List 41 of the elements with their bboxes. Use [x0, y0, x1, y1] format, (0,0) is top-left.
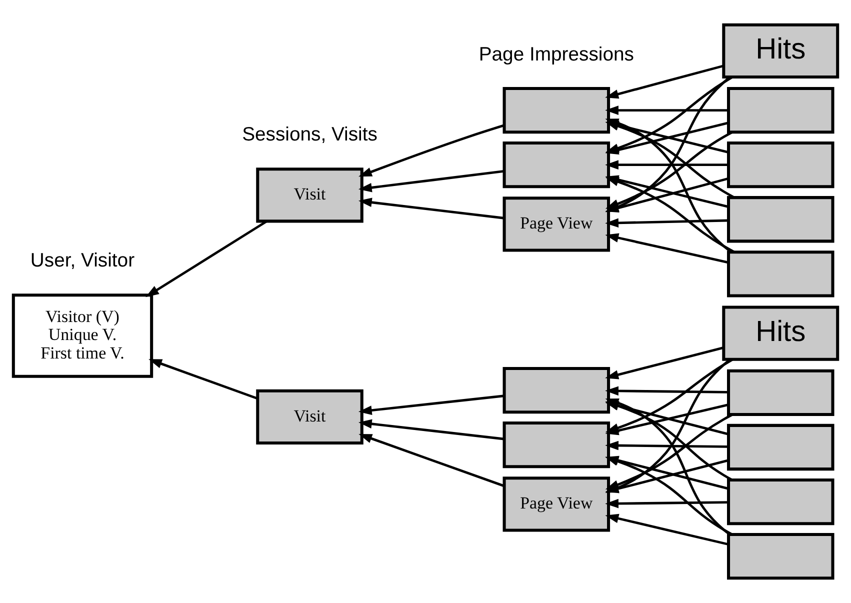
node-box [727, 250, 834, 298]
node-box [727, 424, 834, 471]
node-box [727, 142, 834, 188]
node-box: Visitor (V) Unique V. First time V. [12, 294, 154, 378]
node-box [502, 422, 610, 468]
node-box [727, 196, 834, 243]
arrow [605, 218, 728, 228]
arrow [358, 419, 504, 440]
arrow [605, 440, 728, 450]
node-box [727, 86, 834, 134]
arrow [605, 233, 728, 264]
arrow [358, 124, 505, 177]
arrow [605, 160, 728, 170]
arrow [605, 64, 724, 99]
arrow [146, 220, 268, 298]
node-box: Page View [502, 476, 610, 532]
node-box: Visit [256, 389, 364, 445]
arrow [605, 514, 728, 546]
node-box [502, 86, 610, 134]
node-box: Hits [722, 306, 840, 361]
label: User, Visitor [30, 249, 135, 272]
node-box [727, 533, 834, 580]
arrow [148, 359, 258, 400]
node-box [727, 369, 834, 416]
arrow [358, 434, 504, 488]
node-box [502, 366, 610, 414]
arrow [605, 386, 728, 396]
node-box: Visit [256, 168, 364, 223]
node-box: Page View [502, 196, 610, 252]
node-box [502, 142, 610, 188]
node-box: Hits [722, 23, 840, 78]
label: Sessions, Visits [242, 123, 378, 146]
arrow [358, 198, 504, 220]
node-box [727, 478, 834, 526]
arrow [605, 358, 734, 432]
arrow [358, 394, 504, 415]
arrow [358, 170, 504, 192]
label: Page Impressions [478, 43, 634, 66]
arrow [605, 106, 728, 115]
arrow [605, 498, 728, 508]
arrow [605, 346, 724, 380]
